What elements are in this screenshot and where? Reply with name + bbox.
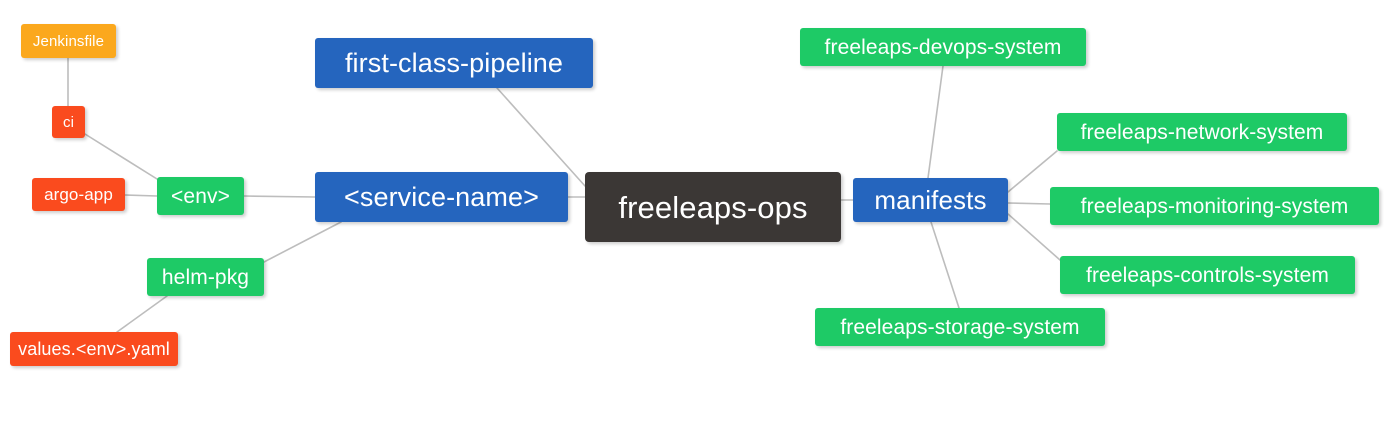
mindmap-node-jenkinsfile[interactable]: Jenkinsfile [21,24,116,58]
mindmap-node-argo-app[interactable]: argo-app [32,178,125,211]
edge-manifests-to-freeleaps-monitoring-system [1007,202,1051,205]
mindmap-node-manifests[interactable]: manifests [853,178,1008,222]
edge-manifests-to-freeleaps-network-system [1007,150,1058,193]
mindmap-node-helm-pkg[interactable]: helm-pkg [147,258,264,296]
edge-manifests-to-freeleaps-devops-system [927,65,944,179]
mindmap-node-service-name[interactable]: <service-name> [315,172,568,222]
mindmap-node-ci[interactable]: ci [52,106,85,138]
mindmap-node-freeleaps-devops-system[interactable]: freeleaps-devops-system [800,28,1086,66]
mindmap-node-values-env-yaml[interactable]: values.<env>.yaml [10,332,178,366]
mindmap-node-freeleaps-controls-system[interactable]: freeleaps-controls-system [1060,256,1355,294]
edge-manifests-to-freeleaps-storage-system [930,221,960,309]
edge-env-to-argo-app [124,194,158,197]
mindmap-node-freeleaps-network-system[interactable]: freeleaps-network-system [1057,113,1347,151]
edge-env-to-ci [84,133,158,180]
mindmap-node-first-class-pipeline[interactable]: first-class-pipeline [315,38,593,88]
mindmap-node-freeleaps-storage-system[interactable]: freeleaps-storage-system [815,308,1105,346]
edge-service-name-to-helm-pkg [263,221,342,263]
mindmap-node-env[interactable]: <env> [157,177,244,215]
edge-helm-pkg-to-values-env-yaml [116,295,168,333]
mindmap-node-freeleaps-ops[interactable]: freeleaps-ops [585,172,841,242]
edge-service-name-to-env [243,195,316,198]
mindmap-node-freeleaps-monitoring-system[interactable]: freeleaps-monitoring-system [1050,187,1379,225]
